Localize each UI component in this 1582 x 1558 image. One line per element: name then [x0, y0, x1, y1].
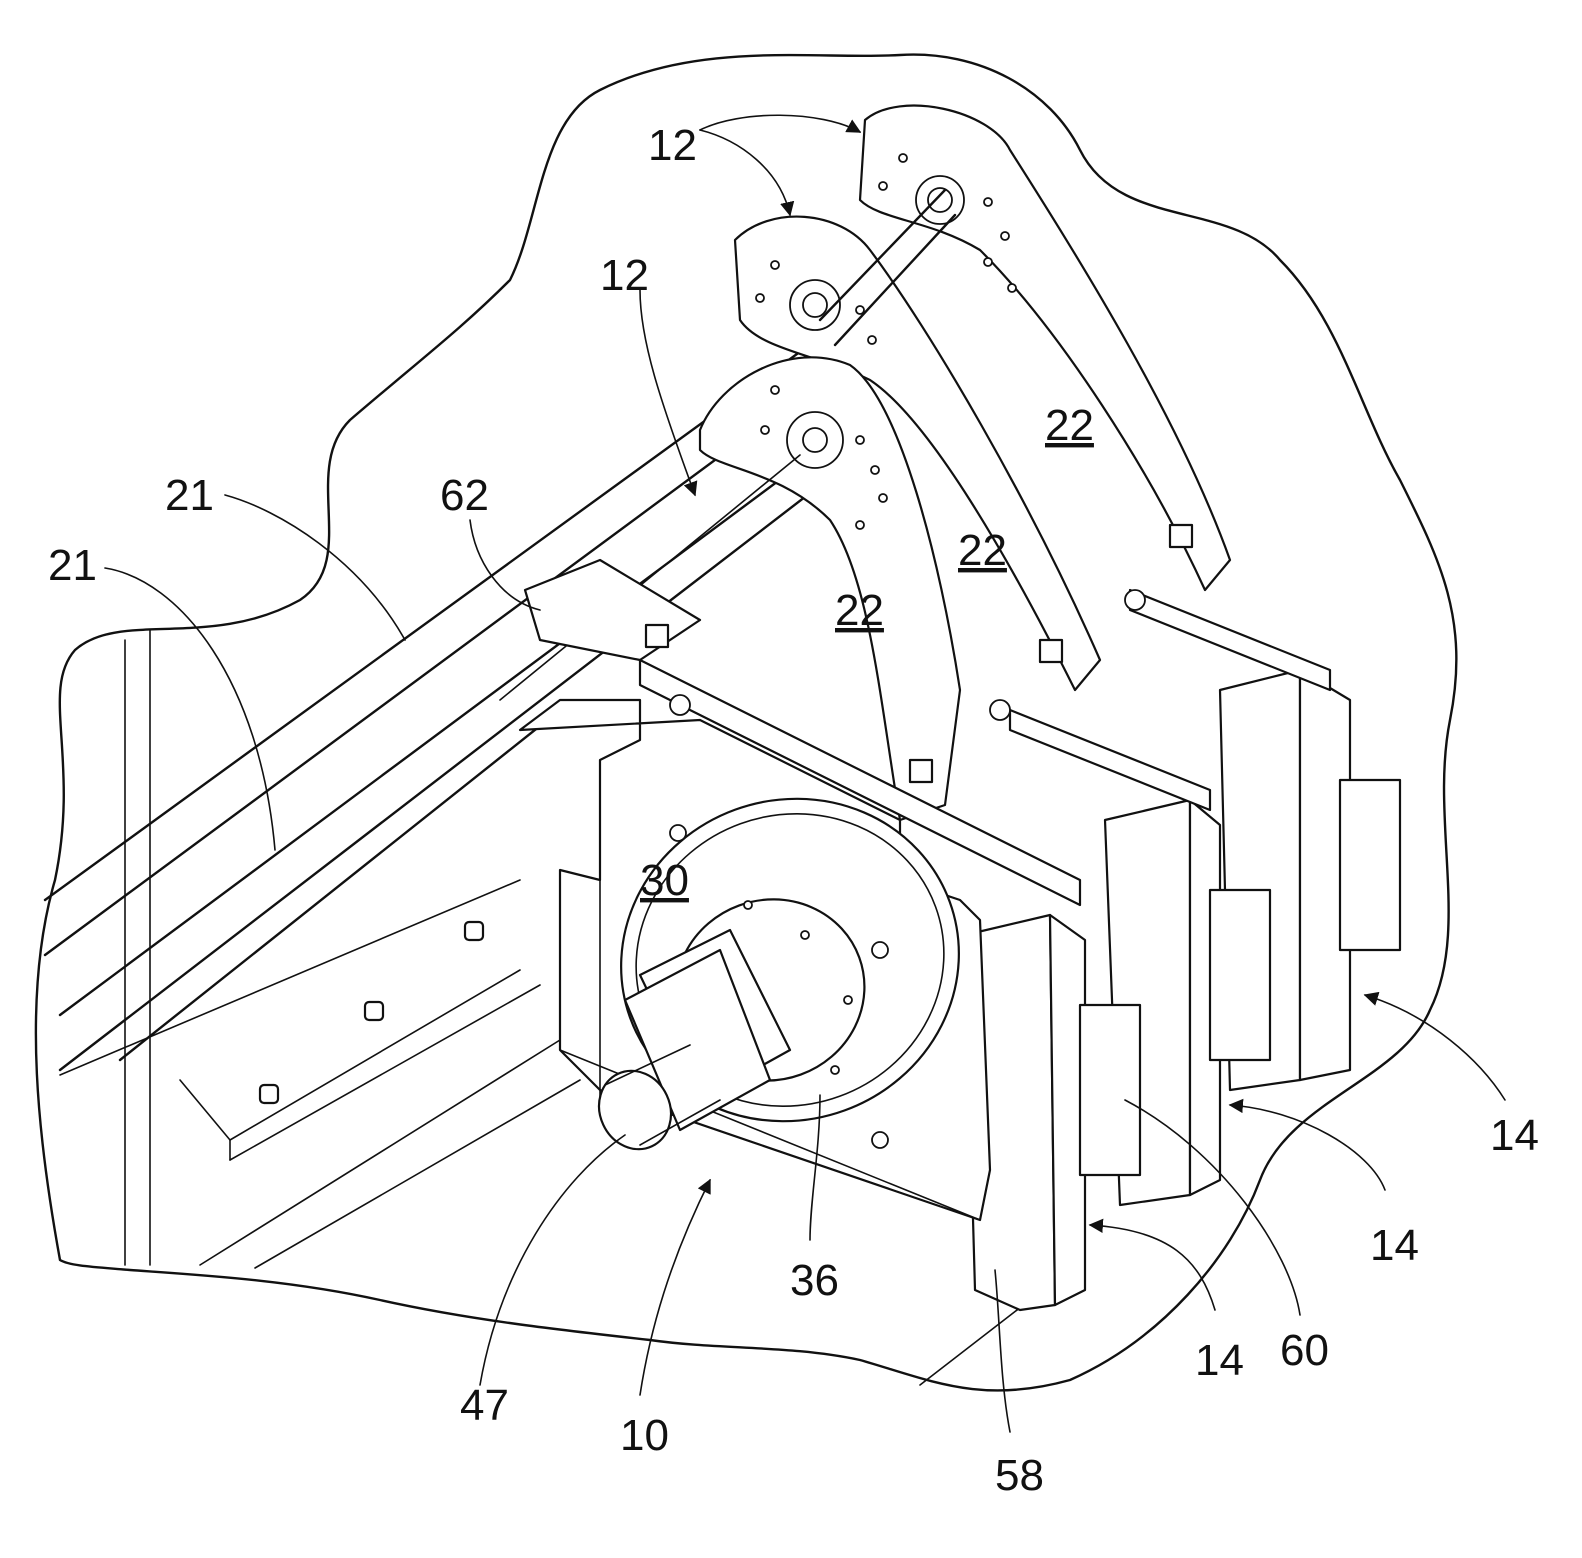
- label-58: 58: [995, 1451, 1044, 1500]
- label-22-b: 22: [958, 526, 1007, 575]
- label-14-b: 14: [1370, 1221, 1419, 1270]
- label-12-top: 12: [648, 121, 697, 170]
- label-21-b: 21: [48, 541, 97, 590]
- label-21-a: 21: [165, 471, 214, 520]
- label-60: 60: [1280, 1326, 1329, 1375]
- label-47: 47: [460, 1381, 509, 1430]
- label-22-a: 22: [1045, 401, 1094, 450]
- label-14-c: 14: [1490, 1111, 1539, 1160]
- label-12-mid: 12: [600, 251, 649, 300]
- label-36: 36: [790, 1256, 839, 1305]
- label-30: 30: [640, 856, 689, 905]
- label-10: 10: [620, 1411, 669, 1460]
- label-62: 62: [440, 471, 489, 520]
- bracket-62: [525, 560, 700, 660]
- label-22-c: 22: [835, 586, 884, 635]
- frame-studs: [260, 922, 483, 1103]
- label-14-a: 14: [1195, 1336, 1244, 1385]
